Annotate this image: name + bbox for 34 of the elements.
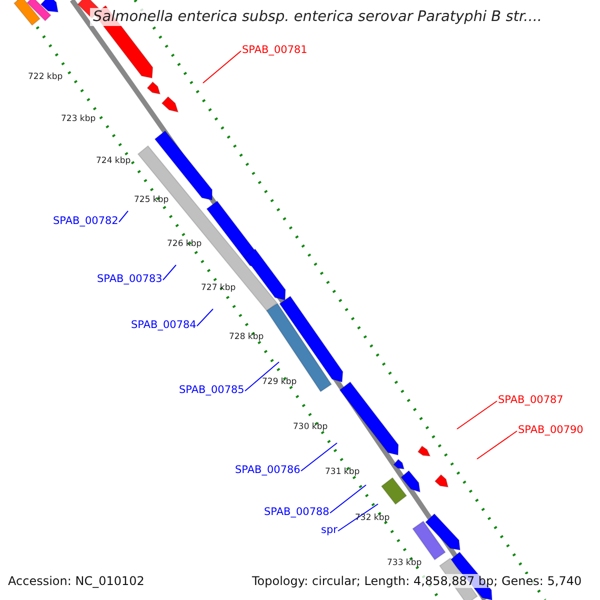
scale-label: 728 kbp	[229, 332, 264, 342]
gene-label: SPAB_00786	[235, 464, 300, 476]
gene-label: SPAB_00784	[131, 319, 196, 331]
scale-label: 733 kbp	[387, 558, 422, 568]
leader-line	[300, 442, 338, 472]
gene-label: SPAB_00787	[498, 394, 564, 406]
scale-label: 723 kbp	[61, 114, 96, 124]
scale-label: 729 kbp	[262, 377, 297, 387]
scale-label: 732 kbp	[355, 513, 390, 523]
leader-line	[244, 362, 280, 392]
leader-line	[202, 50, 242, 84]
scale-label: 725 kbp	[134, 195, 169, 205]
gene-label: SPAB_00788	[264, 506, 330, 518]
scale-label: 730 kbp	[293, 422, 328, 432]
topology-text: Topology: circular; Length: 4,858,887 bp; Genes: 5,740	[252, 574, 582, 588]
scale-label: 724 kbp	[96, 156, 131, 166]
scale-label: 722 kbp	[28, 72, 63, 82]
gene-label: SPAB_00785	[179, 384, 244, 396]
leader-line	[330, 484, 366, 514]
leader-line	[476, 430, 518, 460]
leader-line	[338, 504, 378, 532]
gene-label: spr	[321, 524, 338, 536]
leader-line	[118, 210, 128, 222]
scale-label: 726 kbp	[167, 239, 202, 249]
leader-line	[456, 400, 498, 430]
gene-label: SPAB_00790	[518, 424, 584, 436]
scale-label: 731 kbp	[325, 467, 360, 477]
scale-label: 727 kbp	[201, 283, 236, 293]
leader-line	[162, 264, 176, 280]
leader-line	[196, 308, 214, 326]
gene-label: SPAB_00781	[242, 44, 308, 56]
gene-label: SPAB_00783	[97, 273, 162, 285]
gene-label: SPAB_00782	[53, 215, 118, 227]
accession-text: Accession: NC_010102	[8, 574, 144, 588]
